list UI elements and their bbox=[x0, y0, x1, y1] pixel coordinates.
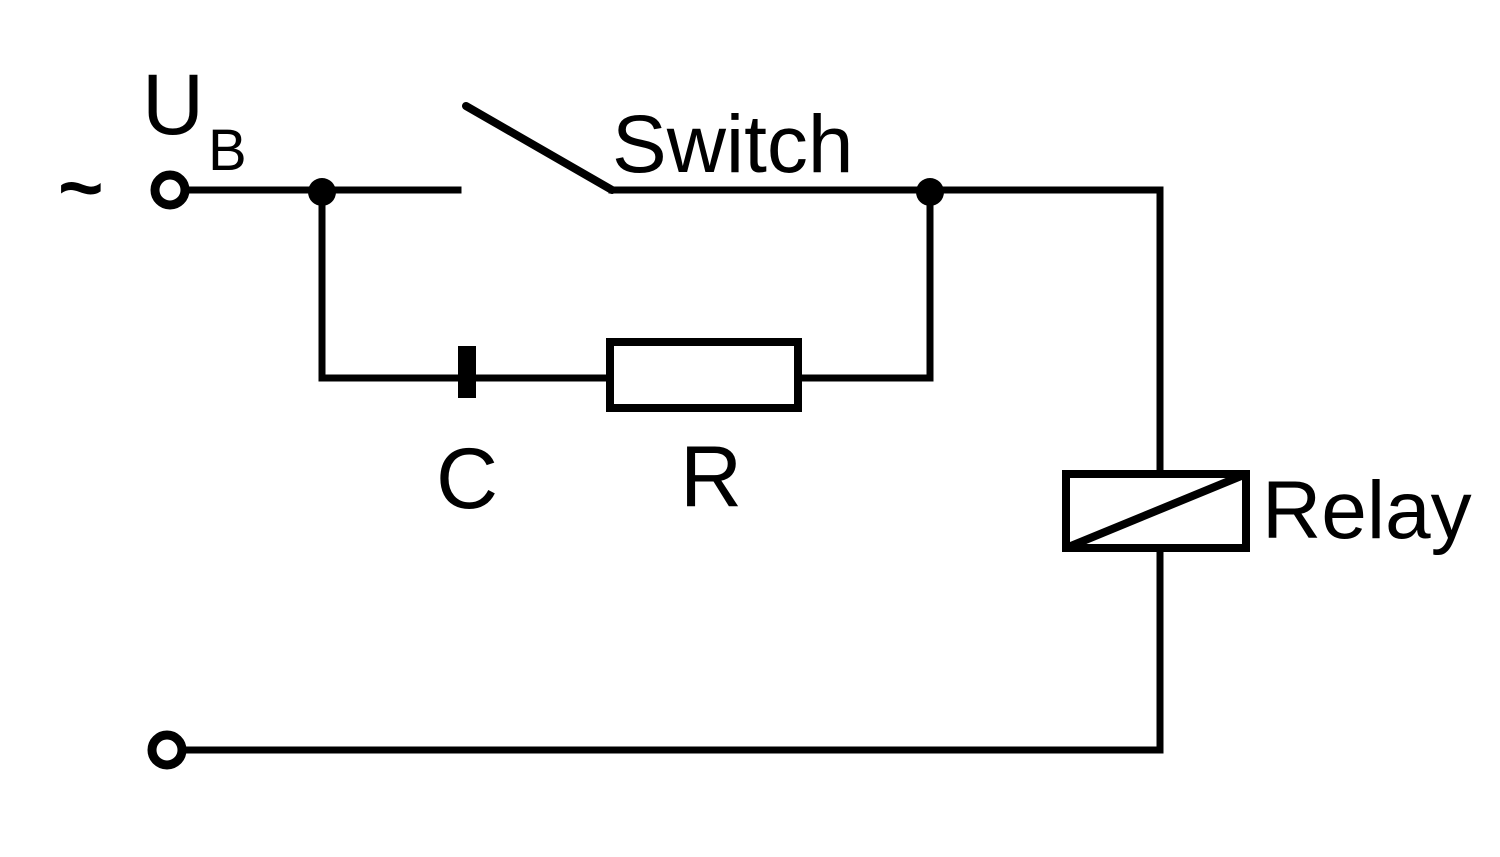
resistor-symbol bbox=[606, 338, 802, 412]
wire-snubber-left bbox=[318, 188, 462, 382]
resistor-label: R bbox=[680, 429, 742, 525]
switch-label: Switch bbox=[612, 99, 854, 190]
wire-return bbox=[179, 544, 1164, 754]
capacitor-label: C bbox=[436, 431, 498, 527]
supply-label: U bbox=[142, 57, 204, 153]
supply-terminal-top bbox=[150, 170, 190, 210]
relay-label: Relay bbox=[1262, 465, 1472, 556]
relay-coil-diagonal bbox=[1064, 470, 1248, 552]
wire-snubber-right bbox=[794, 188, 934, 382]
supply-terminal-bottom bbox=[147, 730, 187, 770]
supply-subscript-label: B bbox=[208, 118, 247, 183]
capacitor-symbol bbox=[458, 346, 476, 398]
ac-symbol-label: ~ bbox=[58, 143, 104, 231]
switch-blade bbox=[462, 102, 616, 194]
wire-top-right bbox=[608, 186, 1164, 478]
